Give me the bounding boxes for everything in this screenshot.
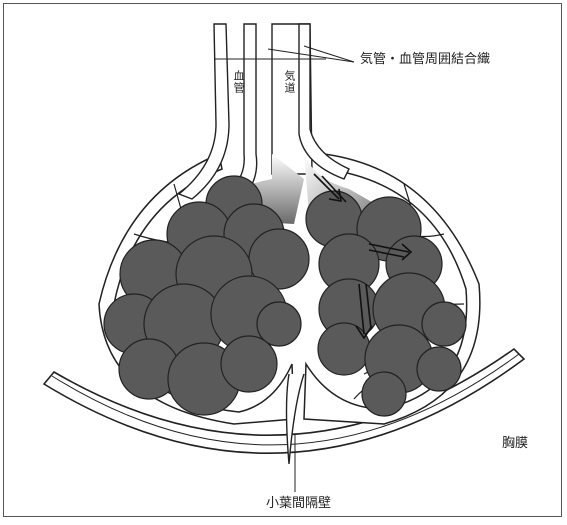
figure-frame: 気管・血管周囲結合織 血管 気道 胸膜 小葉間隔壁 — [3, 3, 562, 517]
bronchovascular-bundle — [179, 24, 349, 199]
pleura-label: 胸膜 — [502, 432, 528, 451]
connective-tissue-label: 気管・血管周囲結合織 — [360, 48, 490, 67]
blood-vessel-label: 血管 — [230, 70, 246, 94]
airway-label: 気道 — [281, 70, 297, 94]
interlobular-septum-label: 小葉間隔壁 — [266, 492, 331, 511]
